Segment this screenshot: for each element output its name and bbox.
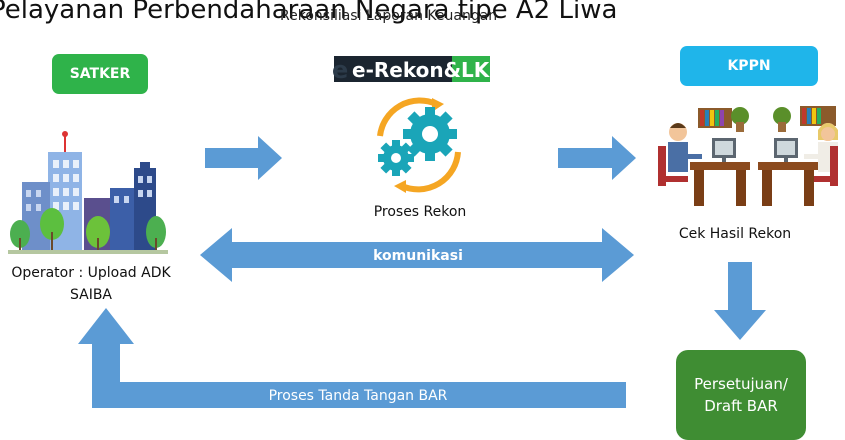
svg-text:e: e <box>332 56 348 84</box>
proses-rekon-caption: Proses Rekon <box>373 204 467 220</box>
operator-caption: Operator : Upload ADK SAIBA <box>11 265 171 303</box>
kppn-badge: KPPN <box>680 46 818 86</box>
arrow-rekon-to-kppn <box>558 136 636 180</box>
tanda-tangan-label: Proses Tanda Tangan BAR <box>269 388 448 404</box>
approval-label: Persetujuan/ Draft BAR <box>694 375 788 415</box>
city-buildings-icon <box>8 131 168 254</box>
office-workers-icon <box>650 96 845 212</box>
arrow-komunikasi <box>200 228 634 282</box>
satker-badge: SATKER <box>52 54 148 94</box>
cek-hasil-caption: Cek Hasil Rekon <box>678 226 792 242</box>
page-subtitle: Rekonsiliasi Laporan Keuangan <box>280 8 498 24</box>
page-title: Pelayanan Perbendaharaan Negara tipe A2 … <box>0 0 618 25</box>
logo-text: e-Rekon&LK <box>352 58 491 82</box>
arrow-satker-to-rekon <box>205 136 282 180</box>
approval-box: Persetujuan/ Draft BAR <box>676 350 806 440</box>
arrow-tanda-tangan <box>78 308 626 408</box>
gears-icon <box>377 97 461 193</box>
erekon-logo: e e-Rekon&LK <box>332 56 491 84</box>
komunikasi-label: komunikasi <box>373 248 463 264</box>
arrow-kppn-down <box>714 262 766 340</box>
